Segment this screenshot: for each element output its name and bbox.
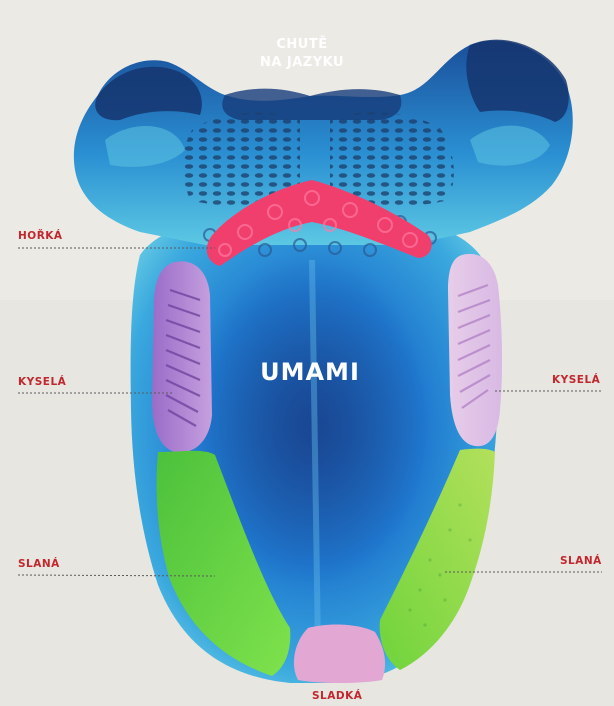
sweet-label: SLADKÁ bbox=[312, 690, 362, 702]
sour-label-left: KYSELÁ bbox=[18, 376, 66, 388]
bitter-label: HOŘKÁ bbox=[18, 230, 63, 242]
papillae-right bbox=[330, 112, 454, 205]
title-line-1: CHUTĚ bbox=[230, 36, 374, 54]
sour-zone-right bbox=[448, 254, 502, 446]
diagram-title: CHUTĚ NA JAZYKU bbox=[230, 36, 374, 72]
umami-label: UMAMI bbox=[240, 358, 380, 386]
sweet-zone bbox=[294, 625, 385, 683]
sour-label-right: KYSELÁ bbox=[552, 374, 600, 386]
salty-label-right: SLANÁ bbox=[560, 555, 602, 567]
salty-label-left: SLANÁ bbox=[18, 558, 60, 570]
title-line-2: NA JAZYKU bbox=[230, 54, 374, 72]
